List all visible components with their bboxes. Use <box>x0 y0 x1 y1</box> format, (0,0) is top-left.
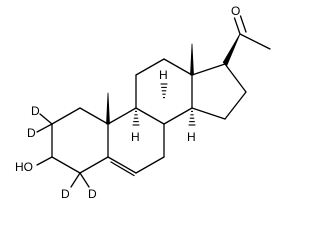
ring-b <box>107 107 165 177</box>
deuterium-c4-right-label: D <box>88 187 97 201</box>
deuterium-c2-lower-label: D <box>27 126 36 140</box>
c9-hydrogen-hash <box>132 110 140 126</box>
c13-methyl-wedge <box>190 43 194 76</box>
ring-a <box>51 107 109 174</box>
c8-hydrogen-hash <box>160 83 168 99</box>
ring-c <box>135 58 193 125</box>
h-c8-label: H <box>159 68 168 82</box>
double-bond-c5-c6 <box>110 161 135 177</box>
c14-hydrogen-hash <box>188 110 196 126</box>
deuterium-c4-left-label: D <box>61 187 70 201</box>
c17-side-chain-wedge <box>222 33 241 66</box>
acetyl-group <box>233 15 271 50</box>
h-c9-label: H <box>131 130 140 144</box>
deuterium-c2-upper-label: D <box>31 104 40 118</box>
c10-methyl-wedge <box>106 92 110 125</box>
oxygen-label: O <box>231 4 240 18</box>
ring-d <box>191 63 247 120</box>
h-c14-label: H <box>187 130 196 144</box>
hydroxyl-label: HO <box>15 160 33 174</box>
